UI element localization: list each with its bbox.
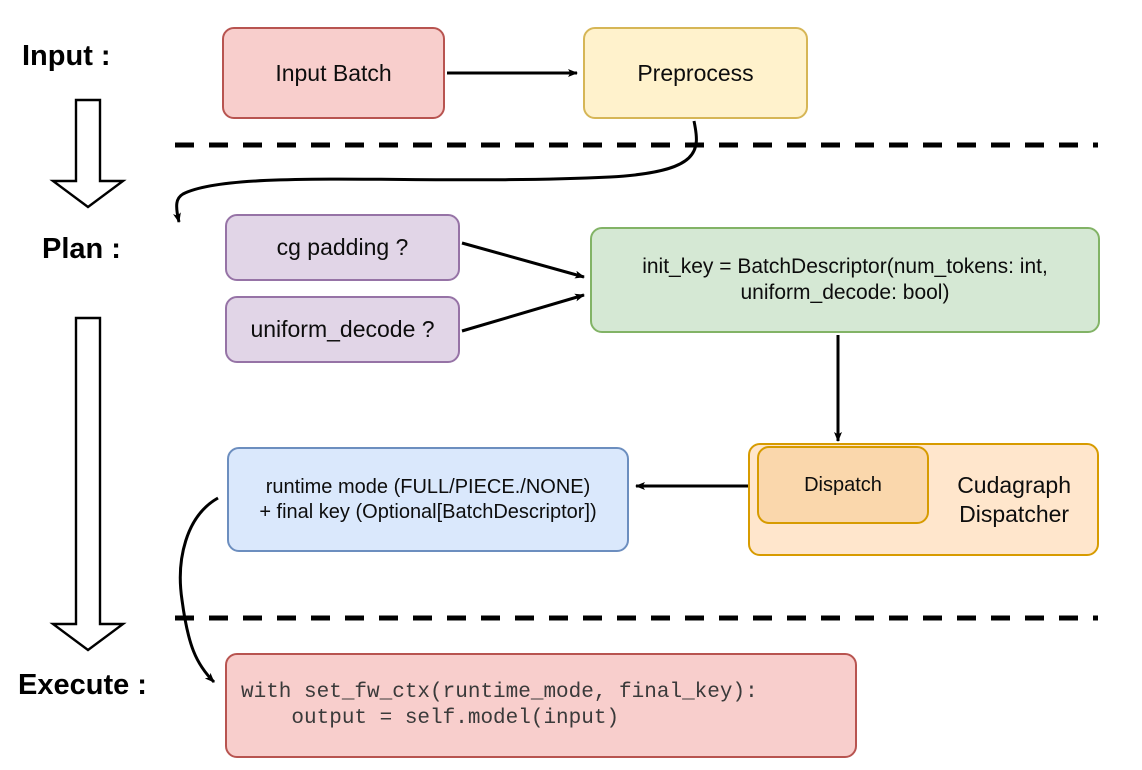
node-preprocess[interactable]: Preprocess: [583, 27, 808, 119]
node-cg-padding[interactable]: cg padding ?: [225, 214, 460, 281]
node-runtime-mode[interactable]: runtime mode (FULL/PIECE./NONE) + final …: [227, 447, 629, 552]
node-dispatch[interactable]: Dispatch: [757, 446, 929, 524]
edge-uniform-decode-to-init-key: [461, 293, 585, 333]
edge-cg-padding-to-init-key: [461, 241, 585, 279]
stage-label-execute: Execute :: [18, 669, 147, 701]
edge-runtime-mode-to-code-block: [178, 496, 219, 684]
node-uniform-decode[interactable]: uniform_decode ?: [225, 296, 460, 363]
stage-label-input: Input :: [22, 40, 111, 72]
stage-label-plan: Plan :: [42, 233, 121, 265]
node-code-block[interactable]: with set_fw_ctx(runtime_mode, final_key)…: [225, 653, 857, 758]
node-init-key[interactable]: init_key = BatchDescriptor(num_tokens: i…: [590, 227, 1100, 333]
node-input-batch[interactable]: Input Batch: [222, 27, 445, 119]
edge-preprocess-to-cg-padding: [173, 120, 698, 223]
input-to-plan-arrow: [49, 98, 127, 209]
plan-to-execute-arrow: [49, 316, 127, 652]
